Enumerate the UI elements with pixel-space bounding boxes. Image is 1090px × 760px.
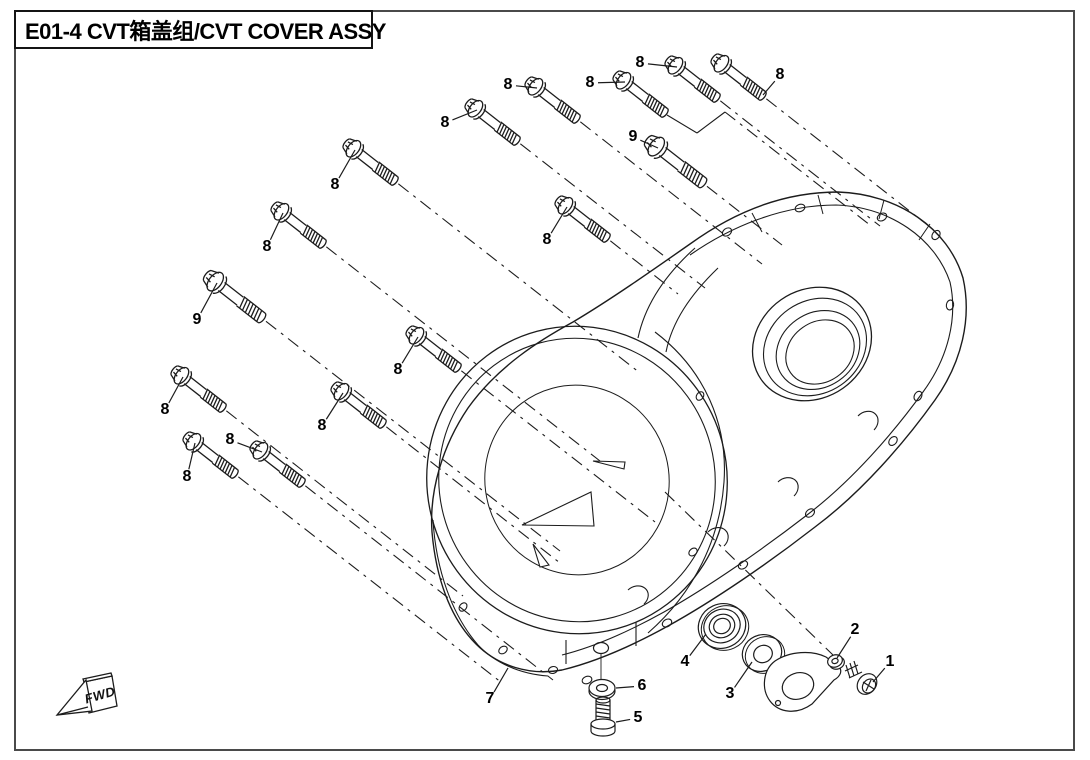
part-callout-7: 7 <box>485 690 495 707</box>
leader-line <box>326 247 600 461</box>
callout-line <box>201 283 217 313</box>
part-callout-8: 8 <box>225 431 235 448</box>
part-callout-8: 8 <box>585 74 595 91</box>
leader-line <box>707 186 782 245</box>
callout-line <box>648 64 677 67</box>
leader-line <box>461 371 655 522</box>
leader-line <box>580 122 762 264</box>
bolt-graphic <box>460 94 525 151</box>
leader-line <box>386 427 560 563</box>
callout-line <box>494 668 508 692</box>
callout-line <box>735 662 752 687</box>
leader-line <box>305 486 553 680</box>
part-callout-8: 8 <box>182 468 192 485</box>
leader-line <box>720 101 880 226</box>
part-callout-8: 8 <box>542 231 552 248</box>
part-callout-8: 8 <box>440 114 450 131</box>
part-callout-3: 3 <box>725 685 735 702</box>
callout-line <box>667 115 697 133</box>
callout-line <box>339 150 355 178</box>
part-callout-1: 1 <box>885 653 895 670</box>
part-callout-8: 8 <box>503 76 513 93</box>
leader-line <box>725 112 870 225</box>
page-border <box>14 10 1075 751</box>
bolt-graphic <box>520 72 585 129</box>
part-callout-8: 8 <box>262 238 272 255</box>
screw-graphic <box>845 661 881 698</box>
bolt-graphic <box>401 321 466 378</box>
bolt-graphic <box>608 66 673 123</box>
bolt-graphic <box>550 191 615 248</box>
part-callout-9: 9 <box>192 311 202 328</box>
fwd-arrow-icon <box>57 673 117 715</box>
callout-line <box>326 393 343 419</box>
part-callout-8: 8 <box>330 176 340 193</box>
title-box: E01-4 CVT箱盖组/CVT COVER ASSY <box>14 10 386 49</box>
callout-line <box>690 634 706 656</box>
part-callout-8: 8 <box>317 417 327 434</box>
callout-line <box>270 213 283 240</box>
part-callout-8: 8 <box>160 401 170 418</box>
callout-line <box>837 637 851 658</box>
retainer-plate-graphic <box>764 652 840 711</box>
seal-bore-graphic <box>730 264 894 424</box>
part-callout-8: 8 <box>635 54 645 71</box>
leader-line <box>266 321 560 551</box>
part-callout-6: 6 <box>637 677 647 694</box>
bolt-graphic <box>245 436 310 493</box>
leader-line <box>665 492 833 655</box>
callout-line <box>551 207 567 233</box>
callout-line <box>402 337 418 363</box>
part-callout-2: 2 <box>850 621 860 638</box>
page-title: E01-4 CVT箱盖组/CVT COVER ASSY <box>25 18 386 44</box>
callout-line <box>873 668 885 682</box>
leader-line <box>398 184 640 373</box>
callout-line <box>452 110 477 120</box>
part-callout-8: 8 <box>393 361 403 378</box>
cvt-cover-drum-graphic <box>392 292 761 676</box>
leader-line <box>226 411 463 596</box>
bolt-graphic <box>706 49 771 106</box>
part-callout-5: 5 <box>633 709 643 726</box>
washer-2-graphic <box>826 653 846 671</box>
part-callout-9: 9 <box>628 128 638 145</box>
callout-line <box>169 377 183 403</box>
part-callout-4: 4 <box>680 653 690 670</box>
bolt-graphic <box>639 130 713 194</box>
callout-line <box>697 112 725 133</box>
callout-line <box>598 82 625 83</box>
callout-line <box>616 687 634 688</box>
callout-line <box>763 81 775 95</box>
callout-line <box>189 443 195 469</box>
bolt-graphic <box>660 51 725 108</box>
leader-line <box>766 99 930 227</box>
washer-6-graphic <box>589 680 615 700</box>
part-callout-8: 8 <box>775 66 785 83</box>
leader-line <box>520 144 705 288</box>
callout-line <box>616 719 630 722</box>
bolt-graphic <box>326 377 391 434</box>
drain-bolt-graphic <box>591 697 615 736</box>
